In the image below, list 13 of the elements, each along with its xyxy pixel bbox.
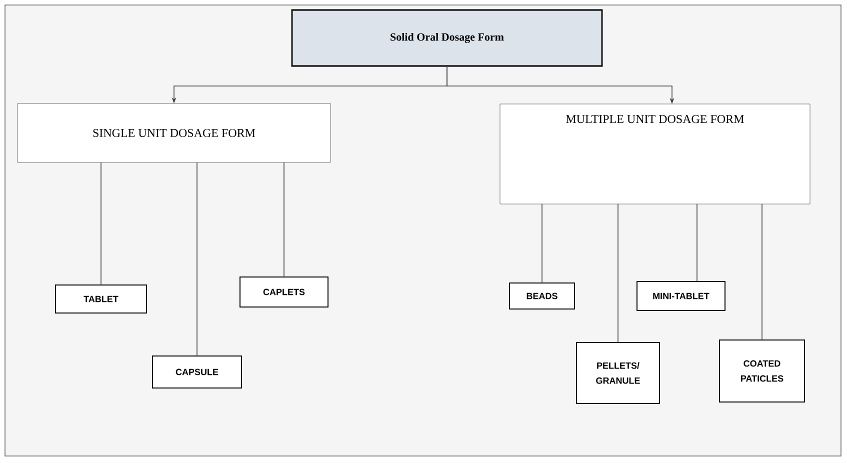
item-box: CAPLETS [240, 276, 328, 308]
item-box: TABLET [55, 284, 147, 314]
item-box: PELLETS/ GRANULE [576, 342, 660, 404]
item-box: MINI-TABLET [636, 281, 726, 311]
connector-line [696, 204, 698, 282]
category-box: MULTIPLE UNIT DOSAGE FORM [500, 104, 810, 204]
category-box: SINGLE UNIT DOSAGE FORM [17, 103, 331, 163]
item-box: COATED PATICLES [719, 340, 805, 402]
connector-line [100, 162, 102, 286]
title-box: Solid Oral Dosage Form [291, 9, 603, 67]
item-box: BEADS [509, 282, 575, 310]
connector-line [196, 162, 198, 356]
item-box: CAPSULE [152, 356, 242, 388]
